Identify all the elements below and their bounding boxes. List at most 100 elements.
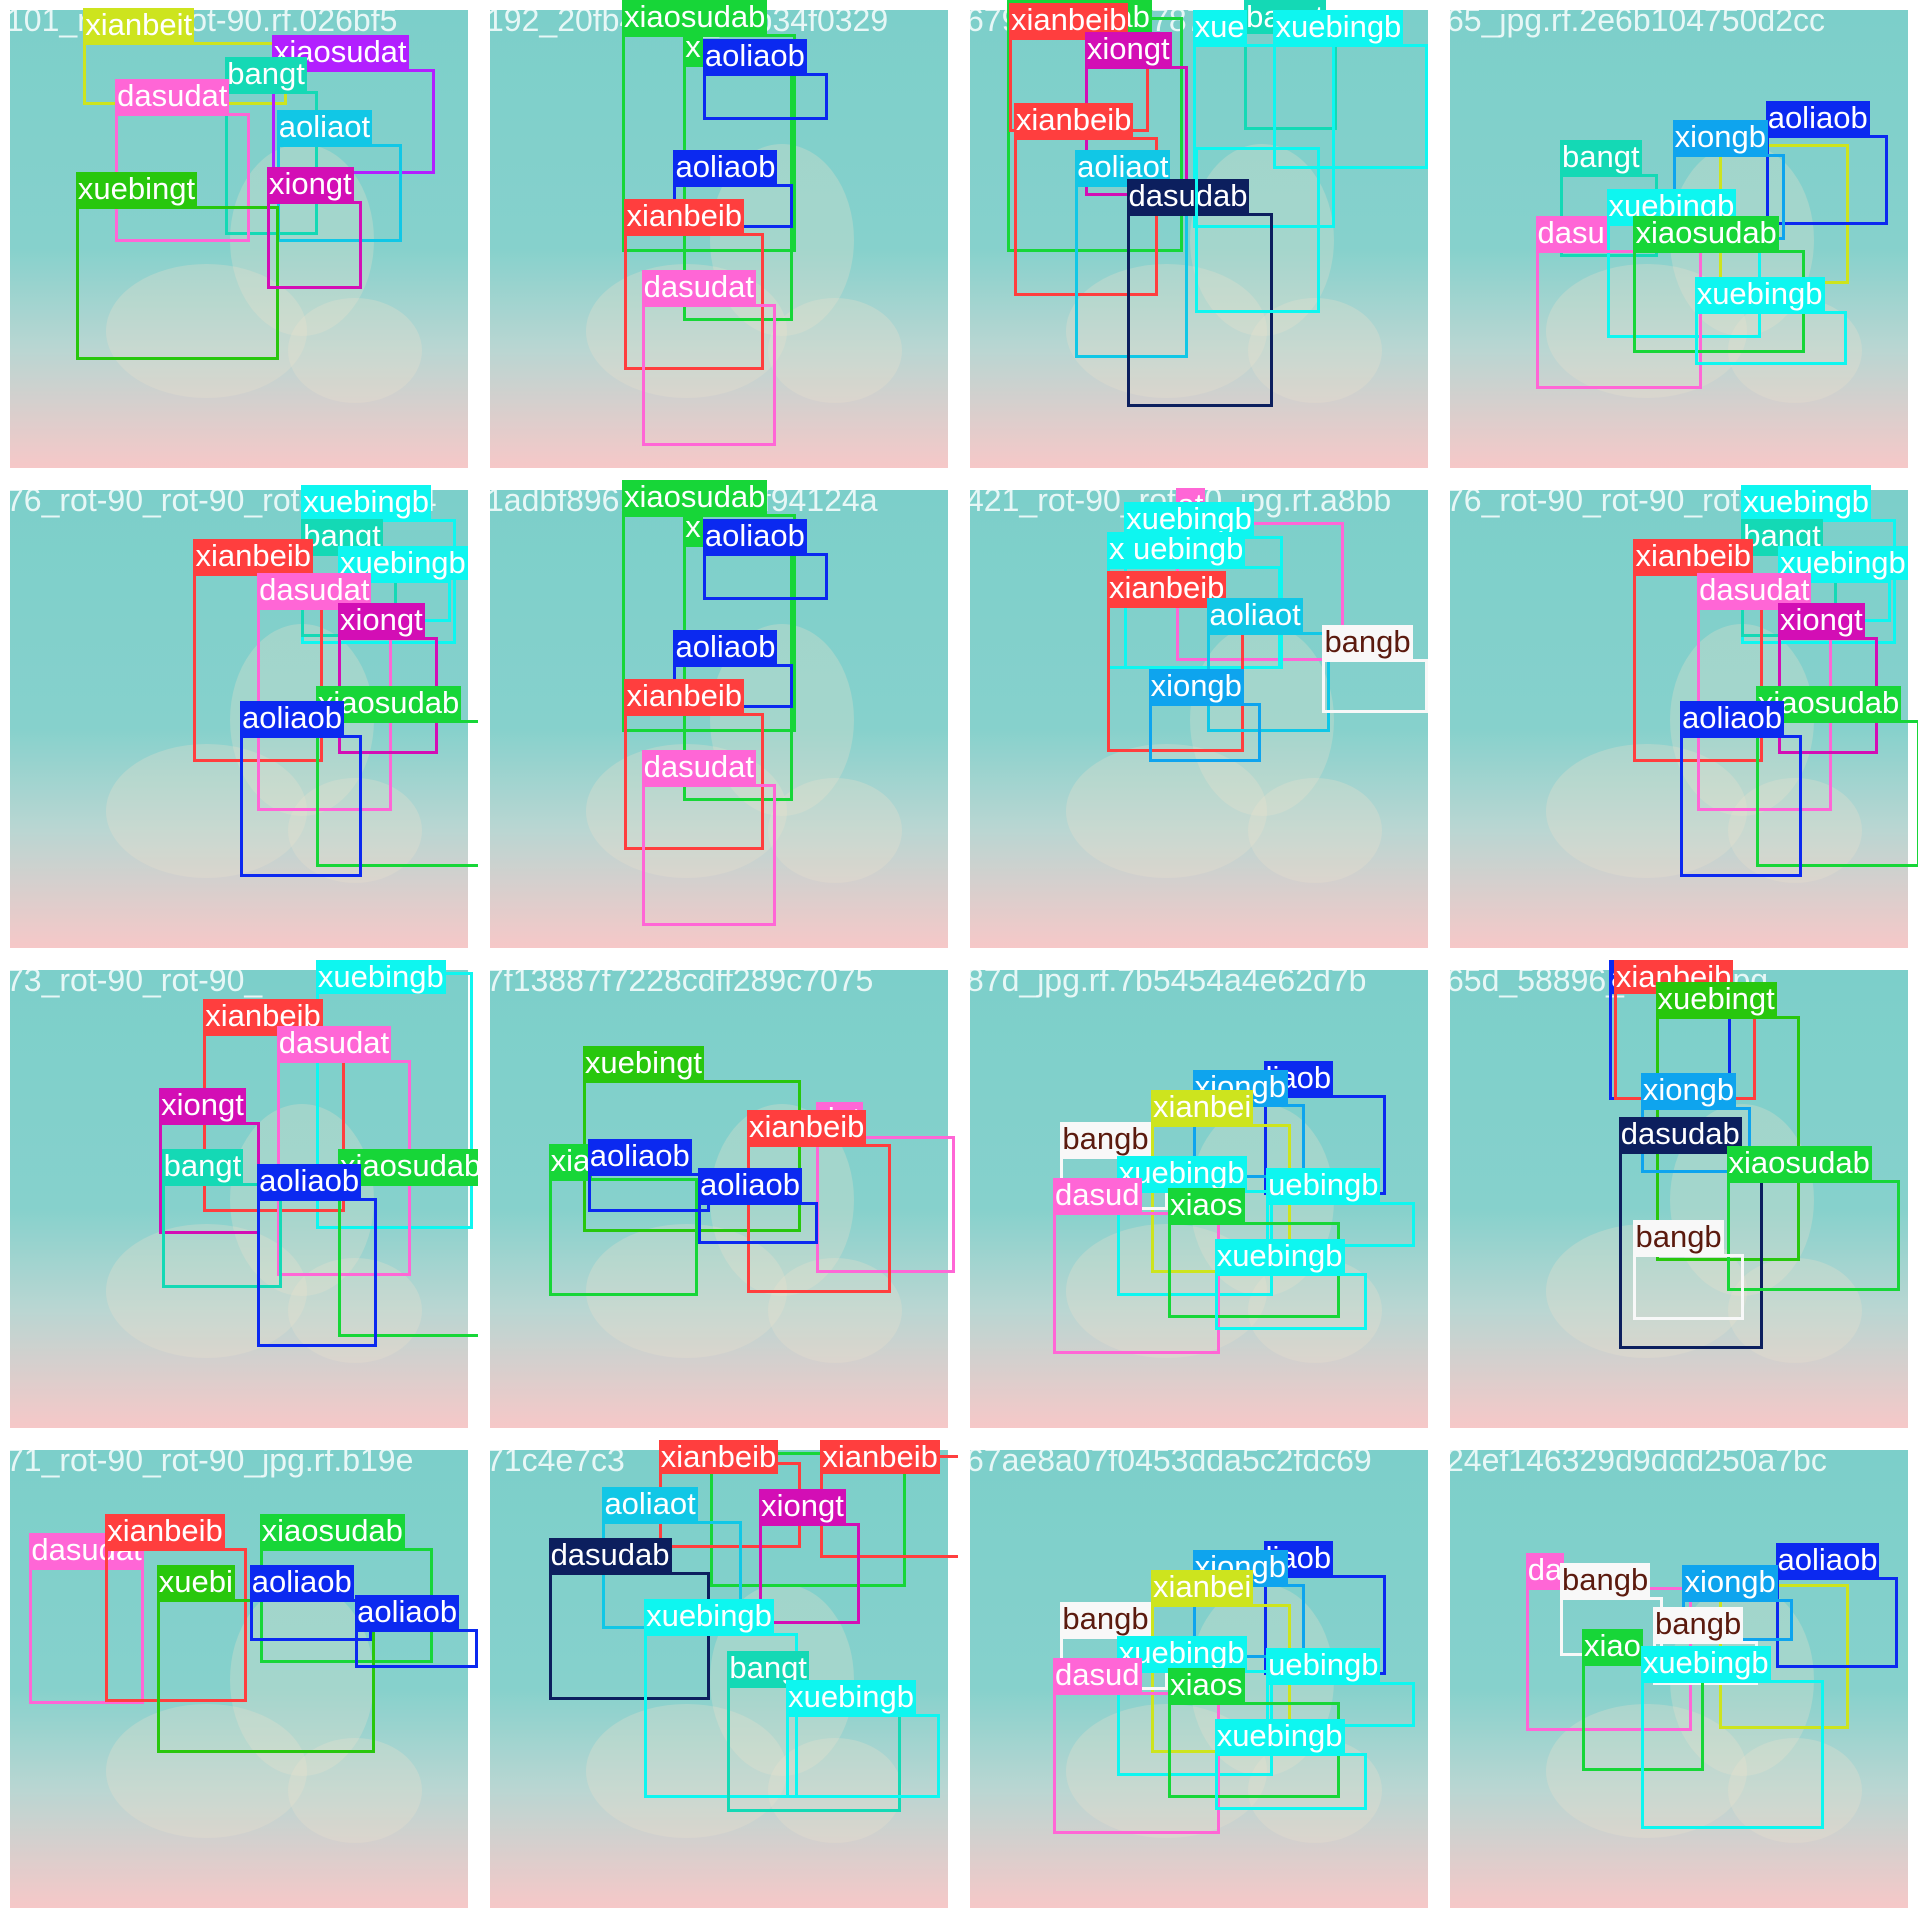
box-label: xiongt	[1777, 601, 1865, 637]
bounding-box	[1273, 44, 1428, 169]
bounding-box	[624, 232, 765, 370]
bounding-box	[1053, 1212, 1220, 1355]
bounding-box	[1765, 134, 1889, 226]
box-label: xianbeib	[820, 1440, 940, 1474]
box-label: xuebingb	[1214, 1718, 1345, 1754]
tile-filename: 87d_jpg.rf.7b5454a4e62d7b	[966, 962, 1367, 998]
bounding-box	[225, 90, 319, 236]
fruit-blob	[105, 1704, 308, 1839]
box-label: xuebingb	[1273, 9, 1404, 45]
box-label: bangb	[1060, 1600, 1151, 1636]
box-label: dasu	[1535, 214, 1607, 250]
tile-filename: 7f13887f7228cdff289c7075	[486, 962, 874, 998]
box-label: bangt	[161, 1147, 244, 1183]
box-label: xuebingb	[1214, 1238, 1345, 1274]
box-label: aoliaob	[355, 1593, 460, 1629]
box-label: da	[1525, 1551, 1565, 1587]
bounding-box	[710, 1452, 907, 1587]
box-label: dasudat	[276, 1025, 392, 1061]
box-label: x	[683, 28, 703, 64]
box-label: xianbeib	[658, 1440, 779, 1474]
box-label: xuebingb	[301, 484, 432, 520]
box-label: xianbeib	[1008, 1, 1129, 37]
bounding-box	[641, 303, 777, 446]
bounding-box	[548, 1177, 698, 1296]
box-label: xuebingb	[1116, 1155, 1247, 1191]
bounding-box	[1013, 137, 1159, 297]
box-label: aoliaot	[1075, 148, 1171, 184]
bounding-box	[266, 200, 363, 289]
bounding-box	[1053, 1692, 1220, 1835]
bounding-box	[1214, 1273, 1367, 1330]
box-label: xue	[1192, 9, 1247, 45]
box-label: xiaosudab	[337, 1148, 478, 1183]
fruit-blob	[1545, 1704, 1748, 1839]
bounding-box	[1535, 249, 1703, 390]
image-tile: 1adbf8961faf50742f94124axiaosudabxaoliao…	[480, 480, 958, 958]
fruit-blob	[1728, 1257, 1863, 1364]
bounding-box	[641, 783, 777, 926]
box-label: xiongb	[1148, 667, 1244, 703]
box-label: xuebingt	[1655, 981, 1777, 1017]
box-label: xuebingb	[1116, 1635, 1247, 1671]
fruit-blob	[768, 297, 903, 404]
bounding-box	[697, 1202, 818, 1245]
fruit-blob	[1065, 744, 1268, 879]
bounding-box	[1633, 1253, 1744, 1320]
bounding-box	[315, 720, 478, 867]
bounding-box	[1726, 1180, 1901, 1291]
tile-photo	[1450, 970, 1908, 1428]
box-label: aoliaob	[240, 699, 344, 735]
box-label: aoliaob	[1680, 699, 1784, 735]
fruit-blob	[288, 1737, 423, 1844]
box-label: bangb	[1633, 1218, 1724, 1254]
fruit-blob	[585, 1704, 788, 1839]
tile-filename: 65_jpg.rf.2e6b104750d2cc	[1446, 2, 1825, 38]
box-label: xianbeib	[1106, 569, 1227, 605]
fruit-blob	[105, 1224, 308, 1359]
bounding-box	[257, 1197, 378, 1347]
fruit-blob	[230, 1584, 375, 1776]
box-label: xiaosudab	[622, 0, 768, 35]
fruit-blob	[1248, 297, 1383, 404]
fruit-blob	[1065, 264, 1268, 399]
box-label: xuebingt	[582, 1045, 705, 1080]
tile-filename: 71c4e7c3	[486, 1442, 625, 1478]
fruit-blob	[1190, 144, 1335, 336]
box-label: dasudab	[1618, 1116, 1742, 1152]
bounding-box	[702, 553, 828, 600]
box-label: xianbeib	[1633, 538, 1753, 574]
fruit-blob	[288, 297, 423, 404]
box-label: bangt	[225, 55, 307, 91]
fruit-blob	[768, 777, 903, 884]
box-label: dasudab	[548, 1537, 672, 1573]
tile-filename: 101_rot-90_rot-90.rf.026bf5	[6, 2, 398, 38]
box-label: bangb	[1060, 1120, 1151, 1156]
box-label: xuebingb	[786, 1679, 916, 1715]
box-label: dasudat	[115, 77, 230, 113]
box-label: xuebingb	[1694, 276, 1825, 312]
box-label: dasudat	[641, 748, 756, 784]
box-label: xiaosudab	[1755, 685, 1902, 720]
box-label: xiongb	[1682, 1564, 1778, 1600]
bounding-box	[1775, 1577, 1898, 1668]
box-label: xiongb	[1672, 119, 1768, 155]
bounding-box	[29, 1567, 145, 1705]
box-label: xiaos	[1168, 1667, 1245, 1703]
box-label: xiaosudab	[1726, 1145, 1872, 1181]
box-label: aoliaob	[1775, 1542, 1880, 1578]
box-label: xuebingb	[1124, 501, 1254, 537]
image-tile: 192_20fb40rcrf_6bb34f0329xiaosudabxaolia…	[480, 0, 958, 478]
box-label: dasudat	[641, 268, 756, 304]
bounding-box	[337, 1182, 478, 1338]
box-label: xuebingb	[1741, 484, 1872, 520]
box-label: xuebingb	[644, 1598, 774, 1634]
bounding-box	[622, 34, 796, 253]
